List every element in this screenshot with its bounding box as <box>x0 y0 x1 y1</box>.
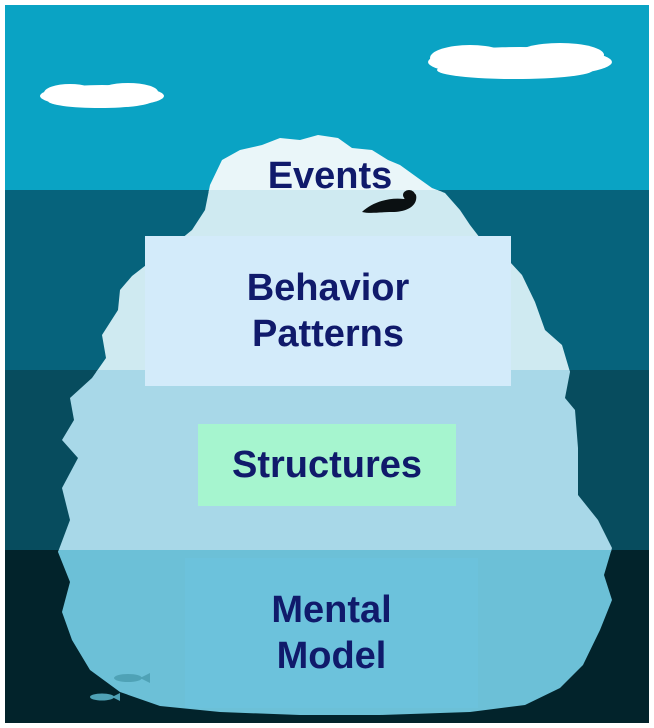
structures-box <box>198 424 456 506</box>
mental-model-label-line-1: Mental <box>271 588 392 631</box>
fish-icon <box>114 673 150 683</box>
mental-model-label: Mental Model <box>185 558 478 708</box>
behavior-patterns-label-line-2: Patterns <box>251 313 405 355</box>
structures-label-line-1: Structures <box>231 443 423 486</box>
events-label-line-1: Events <box>267 154 393 197</box>
events-label: Events <box>230 152 430 200</box>
behavior-patterns-box <box>145 236 511 386</box>
behavior-patterns-label-line-1: Behavior <box>246 266 410 309</box>
fish-icon-small <box>90 693 120 701</box>
cloud-left <box>40 83 164 108</box>
seal-icon <box>362 190 417 213</box>
cloud-right <box>428 43 612 79</box>
structures-label: Structures <box>198 424 456 506</box>
mental-model-label-line-2: Model <box>276 635 387 677</box>
behavior-patterns-label: Behavior Patterns <box>145 236 511 386</box>
mental-model-box <box>185 558 478 708</box>
